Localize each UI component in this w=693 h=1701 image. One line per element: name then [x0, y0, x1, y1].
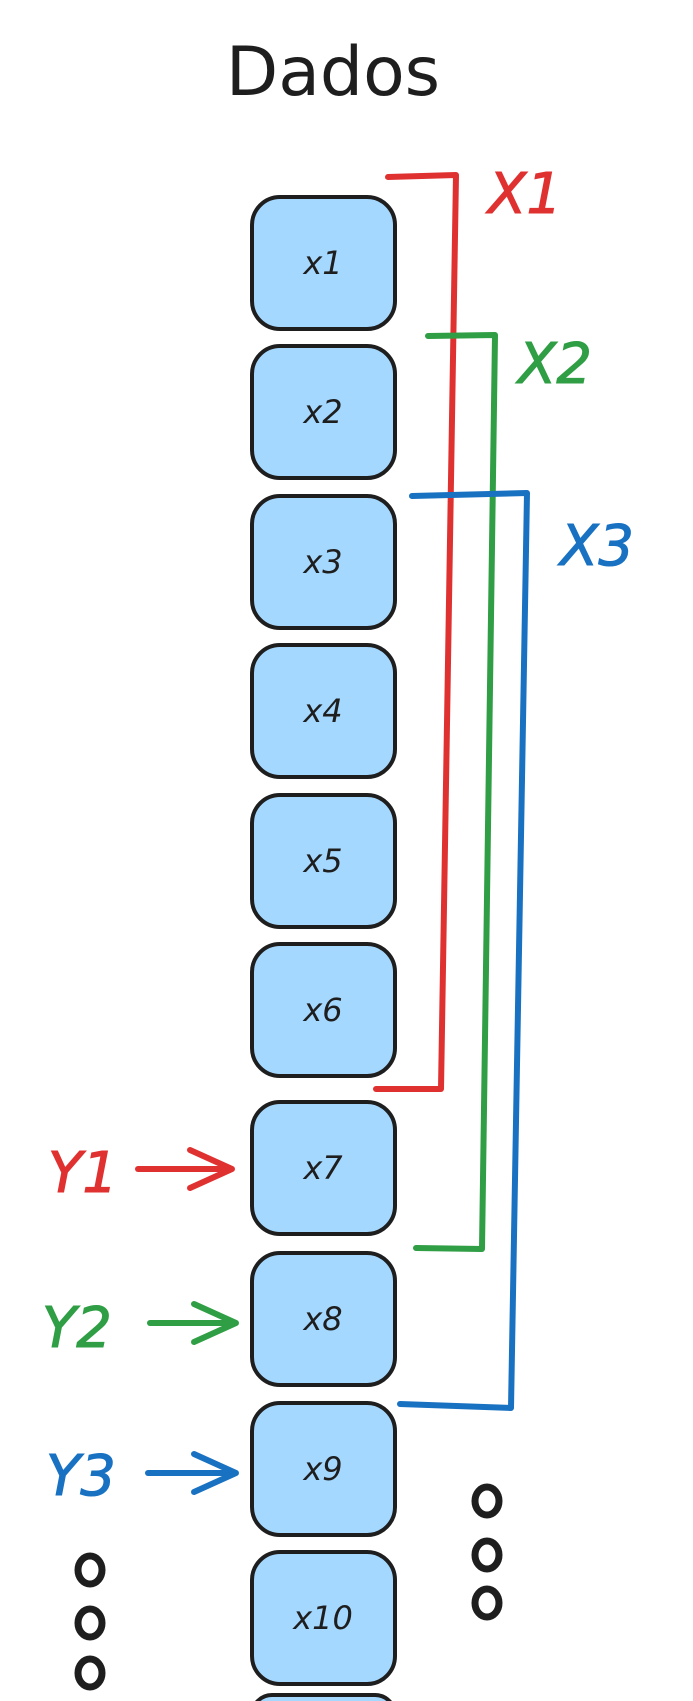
data-box-label: x4 — [302, 692, 342, 730]
data-box-5: x5 — [250, 793, 397, 929]
arrow-y1 — [135, 1147, 235, 1191]
data-box-3: x3 — [250, 494, 397, 630]
data-box-label: x10 — [292, 1599, 353, 1637]
data-box-label: x6 — [302, 991, 342, 1029]
data-box-6: x6 — [250, 942, 397, 1078]
data-box-partial — [255, 1693, 392, 1701]
data-box-7: x7 — [250, 1100, 397, 1236]
ellipsis-left — [74, 1552, 106, 1691]
target-label-y3: Y3 — [46, 1444, 116, 1509]
arrow-y3 — [145, 1451, 239, 1495]
data-box-label: x2 — [302, 393, 342, 431]
window-label-x3: X3 — [557, 514, 634, 579]
data-box-label: x3 — [302, 543, 342, 581]
window-label-x2: X2 — [515, 332, 592, 397]
target-label-y1: Y1 — [48, 1141, 118, 1206]
data-box-4: x4 — [250, 643, 397, 779]
data-box-label: x5 — [302, 842, 342, 880]
data-box-label: x8 — [302, 1300, 342, 1338]
data-box-10: x10 — [250, 1550, 397, 1686]
ellipsis-right — [471, 1483, 503, 1621]
data-box-label: x9 — [302, 1450, 342, 1488]
window-bracket-x2 — [413, 332, 498, 1252]
data-box-label: x7 — [302, 1149, 343, 1187]
data-box-label: x1 — [302, 244, 342, 282]
data-box-8: x8 — [250, 1251, 397, 1387]
arrow-y2 — [147, 1301, 239, 1345]
window-bracket-x3 — [397, 490, 530, 1411]
data-box-9: x9 — [250, 1401, 397, 1537]
window-bracket-x1 — [373, 172, 459, 1092]
data-box-2: x2 — [250, 344, 397, 480]
window-label-x1: X1 — [485, 162, 562, 227]
diagram-title: Dados — [226, 33, 440, 112]
target-label-y2: Y2 — [42, 1296, 112, 1361]
data-box-1: x1 — [250, 195, 397, 331]
